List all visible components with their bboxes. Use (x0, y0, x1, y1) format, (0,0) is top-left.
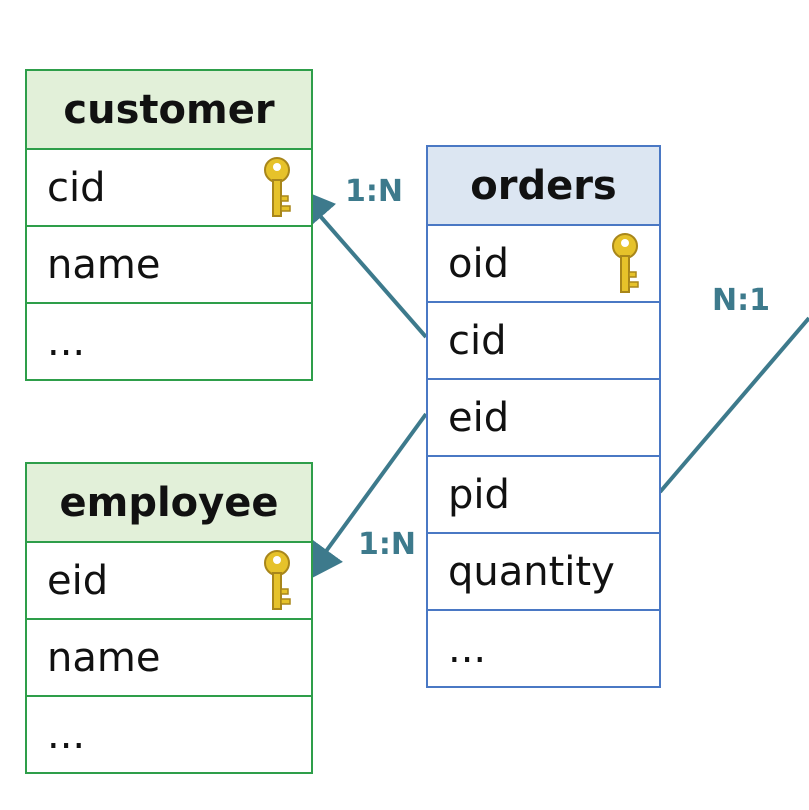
field-label: cid (448, 317, 507, 364)
orders-row-eid: eid (428, 378, 659, 455)
key-icon (264, 157, 291, 217)
link-orders-customer (294, 186, 428, 339)
link-orders-employee (303, 412, 428, 583)
field-label: quantity (448, 548, 615, 595)
customer-table-title: customer (27, 71, 311, 148)
field-label: eid (448, 394, 510, 441)
orders-table: orders oid cid eid pid quantity ... (426, 145, 661, 688)
field-label: name (47, 634, 161, 681)
orders-row-more: ... (428, 609, 659, 686)
employee-table-title: employee (27, 464, 311, 541)
link-orders-product (658, 316, 809, 494)
field-label: name (47, 241, 161, 288)
cardinality-orders-employee: 1:N (358, 527, 416, 562)
field-label: pid (448, 471, 510, 518)
field-label: ... (448, 625, 487, 672)
employee-row-name: name (27, 618, 311, 695)
orders-row-cid: cid (428, 301, 659, 378)
employee-table: employee eid name ... (25, 462, 313, 774)
orders-table-title: orders (428, 147, 659, 224)
cardinality-orders-product: N:1 (712, 283, 770, 318)
field-label: oid (448, 240, 509, 287)
customer-row-cid: cid (27, 148, 311, 225)
field-label: eid (47, 557, 109, 604)
employee-row-more: ... (27, 695, 311, 772)
customer-row-name: name (27, 225, 311, 302)
orders-row-pid: pid (428, 455, 659, 532)
orders-row-oid: oid (428, 224, 659, 301)
employee-row-eid: eid (27, 541, 311, 618)
field-label: cid (47, 164, 106, 211)
key-icon (612, 233, 639, 293)
orders-row-quantity: quantity (428, 532, 659, 609)
customer-table: customer cid name ... (25, 69, 313, 381)
field-label: ... (47, 711, 86, 758)
cardinality-orders-customer: 1:N (345, 174, 403, 209)
customer-row-more: ... (27, 302, 311, 379)
key-icon (264, 550, 291, 610)
field-label: ... (47, 318, 86, 365)
